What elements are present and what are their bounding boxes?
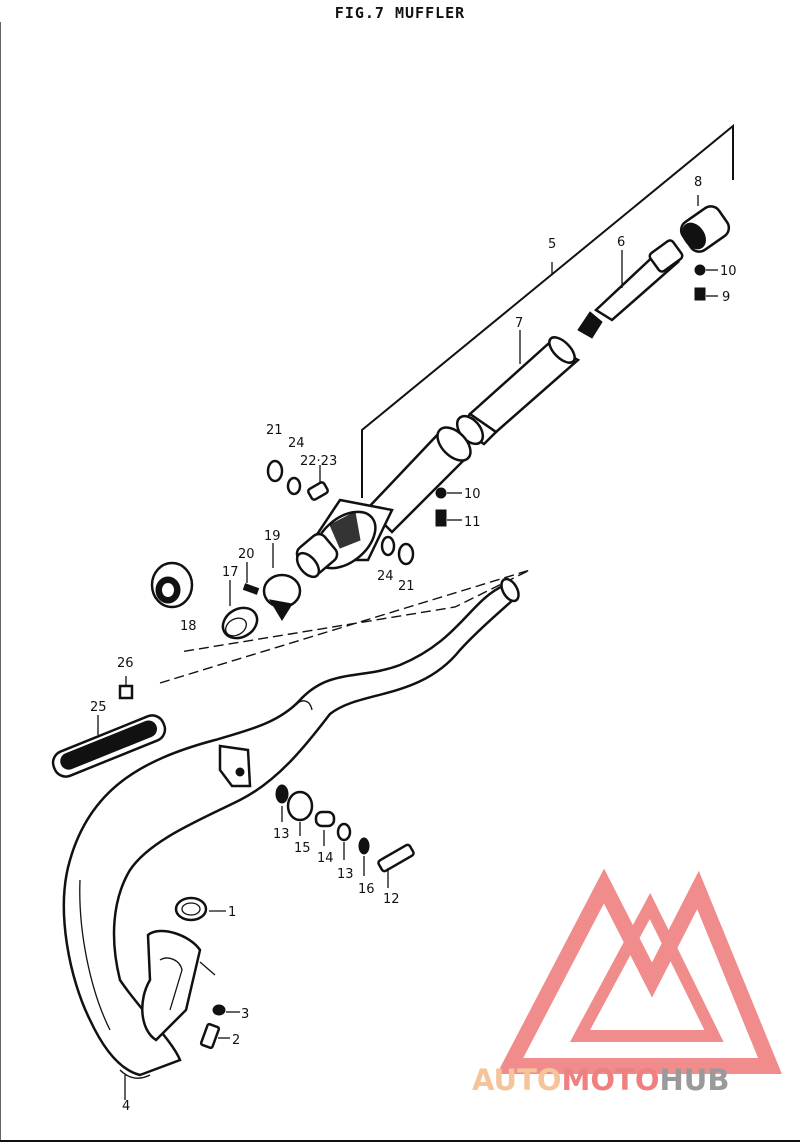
part-1-exhaust-pipe xyxy=(62,577,520,1100)
part-24-washer-lower xyxy=(380,535,396,557)
part-9-bolt xyxy=(694,287,718,301)
callout-16: 16 xyxy=(358,882,375,897)
callout-10-upper: 10 xyxy=(720,264,737,279)
watermark-text-svg: AUTOMOTOHUB xyxy=(472,1063,729,1097)
part-3-washer xyxy=(212,1004,240,1016)
part-10-nut-mid xyxy=(435,487,462,499)
part-26-screw xyxy=(118,676,134,700)
exhaust-flange xyxy=(141,929,216,1042)
part-21-washer-lower xyxy=(397,542,415,566)
part-24-washer-upper xyxy=(286,476,302,496)
callout-13-b: 13 xyxy=(337,867,354,882)
watermark-triangle-outer xyxy=(496,868,782,1074)
part-2-bolt xyxy=(199,1022,230,1050)
part-7-baffle-tube xyxy=(455,330,581,446)
part-19-clamp xyxy=(262,543,302,621)
callout-11: 11 xyxy=(464,515,481,530)
callout-10-mid: 10 xyxy=(464,487,481,502)
callout-8: 8 xyxy=(694,175,702,190)
watermark-auto: AUTO xyxy=(472,1063,562,1097)
part-21-washer-upper xyxy=(266,459,284,483)
part-18-grommet xyxy=(150,561,194,609)
callout-24-lower: 24 xyxy=(377,569,394,584)
part-17-joint-ring xyxy=(221,580,259,640)
callout-17: 17 xyxy=(222,565,239,580)
callout-15: 15 xyxy=(294,841,311,856)
watermark-hub: HUB xyxy=(660,1063,730,1097)
callout-4: 4 xyxy=(122,1099,130,1114)
callout-9: 9 xyxy=(722,290,730,305)
callout-13-a: 13 xyxy=(273,827,290,842)
callout-21-upper: 21 xyxy=(266,423,283,438)
callout-12: 12 xyxy=(383,892,400,907)
part-10-nut-upper xyxy=(694,264,718,276)
part-6-tail-pipe xyxy=(577,239,684,339)
assembly-dash-line xyxy=(159,569,531,684)
watermark-text: AUTOMOTOHUB xyxy=(472,1060,798,1105)
callout-3: 3 xyxy=(241,1007,249,1022)
group-5-bracket xyxy=(361,123,734,498)
watermark-triangle-inner xyxy=(569,892,724,1042)
watermark-moto: MOTO xyxy=(562,1063,660,1097)
callout-21-lower: 21 xyxy=(398,579,415,594)
figure-title: FIG.7 MUFFLER xyxy=(334,4,466,22)
callout-25: 25 xyxy=(90,700,107,715)
callout-6: 6 xyxy=(617,235,625,250)
part-8-end-cap xyxy=(679,195,731,253)
part-22-23-bolt xyxy=(307,465,329,501)
callout-1: 1 xyxy=(228,905,236,920)
callout-20: 20 xyxy=(238,547,255,562)
part-1-gasket xyxy=(174,896,226,922)
part-15-damper xyxy=(286,790,314,836)
callout-5: 5 xyxy=(548,237,556,252)
callout-22-23: 22·23 xyxy=(300,454,337,469)
watermark-logo xyxy=(496,868,782,1074)
part-20-bolt xyxy=(242,562,260,595)
callout-19: 19 xyxy=(264,529,281,544)
callout-7: 7 xyxy=(515,316,523,331)
mount-bracket xyxy=(218,744,252,788)
callout-18: 18 xyxy=(180,619,197,634)
callout-24-upper: 24 xyxy=(288,436,305,451)
part-12-bolt xyxy=(377,843,415,888)
callout-2: 2 xyxy=(232,1033,240,1048)
part-13-washer-a xyxy=(275,784,289,822)
watermark-text-line: AUTOMOTOHUB xyxy=(472,1063,729,1097)
part-14-collar xyxy=(314,810,336,846)
part-11-bolt xyxy=(435,509,462,527)
part-25-heat-guard xyxy=(51,714,167,778)
callout-26: 26 xyxy=(117,656,134,671)
part-13-washer-b xyxy=(336,822,352,860)
part-16-washer xyxy=(358,837,370,876)
part-5-muffler-body xyxy=(295,426,472,579)
callout-14: 14 xyxy=(317,851,334,866)
